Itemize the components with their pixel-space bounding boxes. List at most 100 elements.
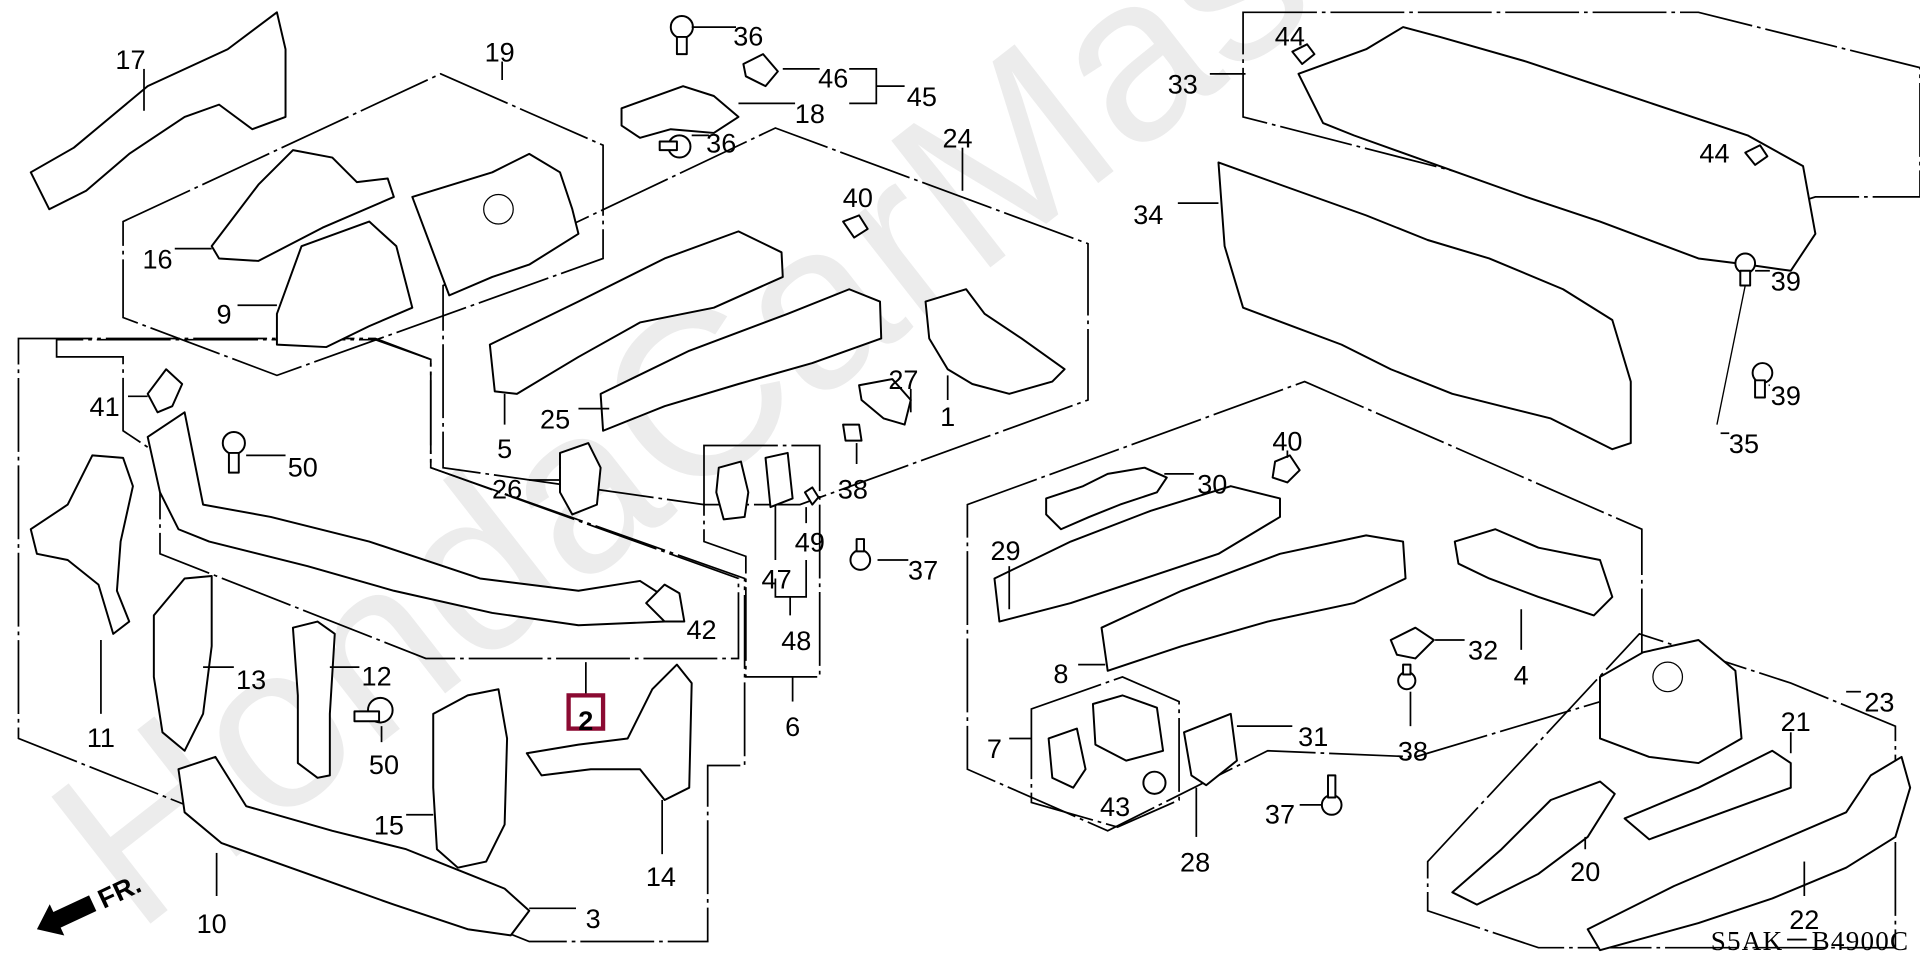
- callout-8: 8: [1053, 658, 1068, 689]
- callout-7: 7: [987, 733, 1002, 764]
- bolt-39-upper: [1734, 252, 1757, 287]
- part-16-wheelhouse-frame: [210, 149, 395, 262]
- callout-1: 1: [940, 401, 955, 432]
- callout-36: 36: [706, 128, 736, 159]
- callout-39: 39: [1771, 265, 1801, 296]
- callout-37: 37: [1265, 798, 1295, 829]
- arrow-left-icon: [36, 895, 97, 936]
- callout-28: 28: [1180, 846, 1210, 877]
- callout-38: 38: [1398, 736, 1428, 767]
- group-19-outline: [122, 72, 604, 377]
- part-9-damper-housing-lower: [275, 220, 414, 349]
- callout-29: 29: [990, 535, 1020, 566]
- highlighted-callout-box: [566, 693, 606, 731]
- callout-19: 19: [485, 37, 515, 68]
- callout-11: 11: [87, 722, 115, 753]
- callout-20: 20: [1570, 856, 1600, 887]
- callout-18: 18: [795, 98, 825, 129]
- bolt-50-lower: [353, 696, 394, 724]
- callout-47: 47: [762, 563, 792, 594]
- part-12-center-stay: [291, 620, 336, 779]
- callout-33: 33: [1168, 69, 1198, 100]
- callout-22: 22: [1789, 904, 1819, 935]
- parts: [29, 11, 1912, 952]
- part-32-bracket: [1389, 626, 1435, 660]
- part-15-side-panel: [432, 688, 509, 869]
- group-33-outline: [1242, 11, 1920, 235]
- part-17-front-fender-apron: [29, 11, 287, 211]
- bolt-38-lower: [1397, 663, 1417, 691]
- callout-48: 48: [781, 625, 811, 656]
- callout-30: 30: [1197, 469, 1227, 500]
- callout-46: 46: [818, 62, 848, 93]
- callout-50: 50: [369, 749, 399, 780]
- callout-41: 41: [90, 391, 120, 422]
- part-25-side-frame-extension: [599, 288, 883, 432]
- group-upper-frame-outline: [55, 338, 740, 660]
- callout-37: 37: [908, 555, 938, 586]
- bolt-37-middle: [849, 538, 872, 571]
- group-6-outline: [703, 444, 821, 678]
- part-42-bracket: [645, 583, 686, 623]
- bolt-36-top: [669, 15, 694, 56]
- bolt-37-lower: [1320, 774, 1343, 816]
- part-29-front-side-frame-right: [993, 485, 1281, 623]
- callout-5: 5: [497, 433, 512, 464]
- callout-13: 13: [236, 664, 266, 695]
- part-43-nut: [1142, 770, 1167, 795]
- callout-9: 9: [216, 299, 231, 330]
- part-49-nut: [803, 486, 820, 506]
- callout-labels: 1234567891011121314151617181920212223242…: [87, 21, 1895, 939]
- part-44-clip-upper: [1291, 43, 1316, 65]
- diagram-code: S5AK－B4900C: [1711, 926, 1910, 956]
- group-28-outline: [966, 380, 1643, 832]
- part-18-bracket: [620, 85, 740, 139]
- callout-16: 16: [142, 243, 172, 274]
- group-24-outline: [442, 127, 1089, 506]
- callout-6: 6: [785, 711, 800, 742]
- callout-38: 38: [838, 473, 868, 504]
- damper-mount-hole-right: [1652, 661, 1684, 693]
- callout-25: 25: [540, 403, 570, 434]
- part-21-wheelhouse-frame-right: [1623, 749, 1792, 841]
- callout-44: 44: [1699, 137, 1729, 168]
- part-43-bracket: [1091, 694, 1165, 762]
- part-22-fender-apron-right: [1586, 755, 1912, 952]
- part-10-lower-radiator-support: [177, 755, 531, 937]
- callout-21: 21: [1781, 706, 1811, 737]
- bolt-39-lower: [1751, 362, 1774, 399]
- callout-40: 40: [843, 182, 873, 213]
- part-27-bracket: [858, 378, 912, 426]
- callout-35: 35: [1729, 428, 1759, 459]
- part-26-plate: [559, 442, 602, 516]
- part-13-bracket: [152, 575, 213, 752]
- callout-50: 50: [288, 451, 318, 482]
- part-31-plate: [1183, 712, 1238, 787]
- part-8-side-frame-extension-right: [1100, 534, 1407, 672]
- callout-12: 12: [362, 661, 392, 692]
- part-34-dashboard-lower: [1217, 161, 1632, 451]
- callout-14: 14: [646, 861, 676, 892]
- part-14-side-bracket: [525, 663, 693, 801]
- callout-40: 40: [1272, 425, 1302, 456]
- callout-45: 45: [907, 81, 937, 112]
- part-38-bolt-upper: [842, 423, 863, 442]
- callout-26: 26: [492, 473, 522, 504]
- part-40-nut-lower: [1271, 454, 1301, 484]
- callout-44: 44: [1275, 21, 1305, 52]
- callout-15: 15: [374, 809, 404, 840]
- callout-2[interactable]: 2: [578, 705, 593, 736]
- part-1-frame-bracket: [924, 288, 1066, 395]
- callout-27: 27: [888, 364, 918, 395]
- group-7-outline: [1030, 675, 1180, 828]
- callout-3: 3: [586, 903, 601, 934]
- leader-lines: [100, 26, 1861, 910]
- part-44-clip-lower: [1744, 144, 1769, 166]
- part-41-bracket: [146, 368, 184, 414]
- bolt-50-upper: [221, 431, 246, 474]
- part-11-side-support: [29, 454, 134, 635]
- part-30-bracket: [1045, 466, 1168, 531]
- callout-49: 49: [795, 526, 825, 557]
- part-20-wheelhouse-lower-right: [1451, 780, 1616, 906]
- part-5-front-side-frame: [488, 230, 784, 395]
